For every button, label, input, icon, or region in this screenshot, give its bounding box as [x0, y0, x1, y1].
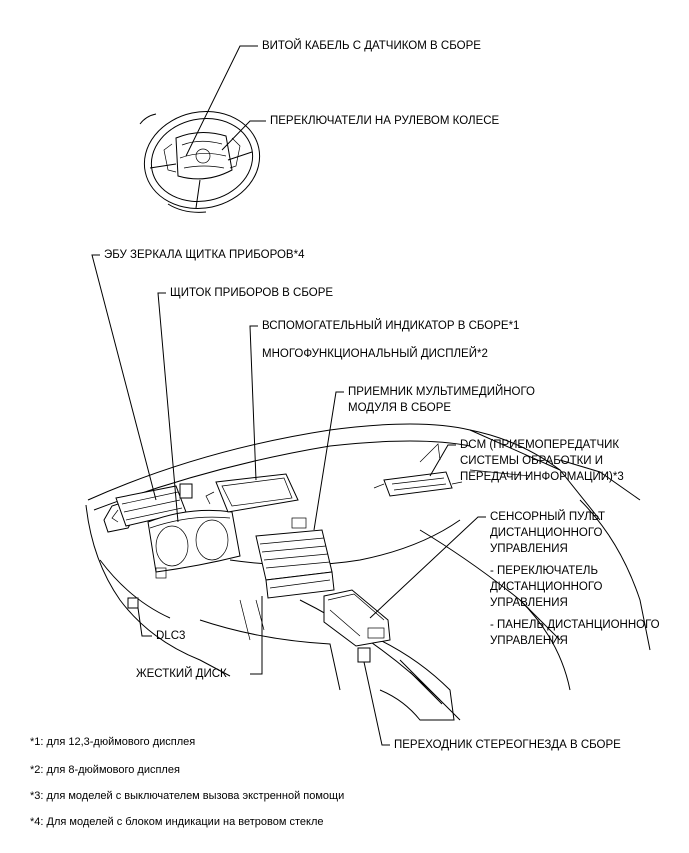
stereo-adapter-illustration [357, 647, 371, 663]
label-instrument-cluster: ЩИТОК ПРИБОРОВ В СБОРЕ [170, 287, 334, 299]
instrument-cluster-illustration [147, 509, 241, 579]
label-spiral-cable: ВИТОЙ КАБЕЛЬ С ДАТЧИКОМ В СБОРЕ [262, 40, 481, 52]
label-steering-switches: ПЕРЕКЛЮЧАТЕЛИ НА РУЛЕВОМ КОЛЕСЕ [270, 115, 500, 127]
multifunction-display-illustration [205, 473, 299, 513]
label-mirror-ecu: ЭБУ ЗЕРКАЛА ЩИТКА ПРИБОРОВ*4 [104, 249, 305, 261]
dlc3-connector-illustration [127, 597, 139, 609]
label-hard-disk: ЖЕСТКИЙ ДИСК [136, 668, 227, 680]
label-stereo-adapter: ПЕРЕХОДНИК СТЕРЕОГНЕЗДА В СБОРЕ [394, 739, 621, 751]
footnote-1: *1: для 12,3-дюймового дисплея [30, 736, 196, 748]
touch-remote-illustration [323, 589, 391, 647]
label-remote-switch-line1: - ПЕРЕКЛЮЧАТЕЛЬ [490, 565, 599, 577]
label-remote-panel-line1: - ПАНЕЛЬ ДИСТАНЦИОННОГО [490, 619, 660, 631]
label-remote-switch-line3: УПРАВЛЕНИЯ [490, 597, 568, 609]
dcm-illustration [373, 443, 463, 497]
leader-lines [91, 45, 486, 746]
label-touch-remote-line3: УПРАВЛЕНИЯ [490, 543, 568, 555]
steering-wheel-illustration [139, 111, 261, 213]
label-remote-panel-line2: УПРАВЛЕНИЯ [490, 635, 568, 647]
footnote-2: *2: для 8-дюймового дисплея [30, 764, 180, 776]
receiver-module-illustration [255, 517, 335, 599]
label-receiver-line2: МОДУЛЯ В СБОРЕ [348, 402, 452, 414]
footnote-3: *3: для моделей с выключателем вызова эк… [30, 790, 345, 802]
label-dcm-line1: DCM (ПРИЕМОПЕРЕДАТЧИК [460, 439, 620, 451]
label-touch-remote-line1: СЕНСОРНЫЙ ПУЛЬТ [490, 511, 606, 523]
label-dlc3: DLC3 [156, 630, 186, 642]
label-receiver-line1: ПРИЕМНИК МУЛЬТИМЕДИЙНОГО [348, 386, 535, 398]
label-dcm-line3: ПЕРЕДАЧИ ИНФОРМАЦИИ)*3 [460, 471, 624, 483]
label-touch-remote-line2: ДИСТАНЦИОННОГО [490, 527, 603, 539]
label-dcm-line2: СИСТЕМЫ ОБРАБОТКИ И [460, 455, 604, 467]
label-aux-indicator: ВСПОМОГАТЕЛЬНЫЙ ИНДИКАТОР В СБОРЕ*1 [262, 320, 520, 332]
label-multifunction-display: МНОГОФУНКЦИОНАЛЬНЫЙ ДИСПЛЕЙ*2 [262, 348, 488, 360]
label-remote-switch-line2: ДИСТАНЦИОННОГО [490, 581, 603, 593]
footnote-4: *4: Для моделей с блоком индикации на ве… [30, 816, 324, 828]
